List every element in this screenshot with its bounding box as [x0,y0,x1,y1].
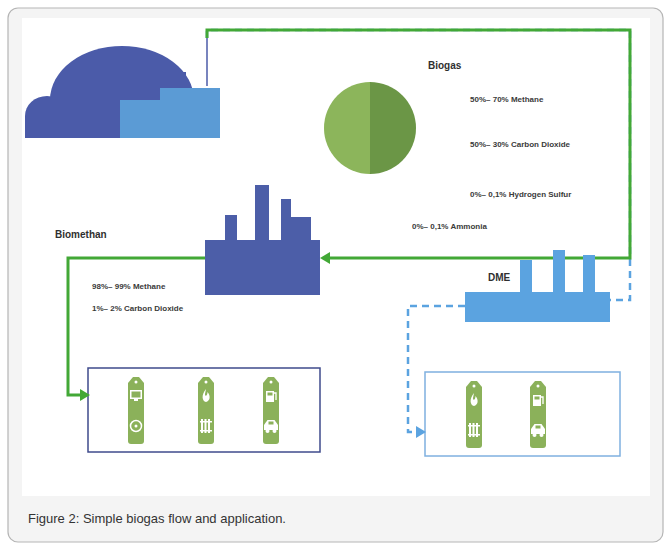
frame [8,8,663,542]
dme-plant: DME [465,250,610,322]
dme-plant-art [465,250,610,322]
biomethane-plant-art [205,185,320,295]
plant-label: DME [488,272,510,283]
composition-label: 98%– 99% Methane [92,282,165,291]
composition-label: 0%– 0,1% Ammonia [412,222,487,231]
application-icons [128,377,546,448]
biogas-flow [207,30,630,264]
composition-label: 50%– 30% Carbon Dioxide [470,140,570,149]
arrow-head [320,252,330,264]
biogas-plant-art [20,38,220,138]
figure-area [22,18,650,496]
flow-line [207,30,630,258]
application-box [425,372,620,456]
biomethane-plant: Biomethan [205,185,320,295]
plant-label: Biogas [428,60,461,71]
figure-caption: Figure 2: Simple biogas flow and applica… [28,511,286,526]
plant-label: Biomethan [55,229,107,240]
pie-chart [324,82,416,174]
biogas-plant: Biogas [20,38,220,138]
composition-label: 1%– 2% Carbon Dioxide [92,304,183,313]
composition-label: 50%– 70% Methane [470,95,543,104]
application-box [88,368,320,452]
composition-label: 0%– 0,1% Hydrogen Sulfur [470,190,571,199]
